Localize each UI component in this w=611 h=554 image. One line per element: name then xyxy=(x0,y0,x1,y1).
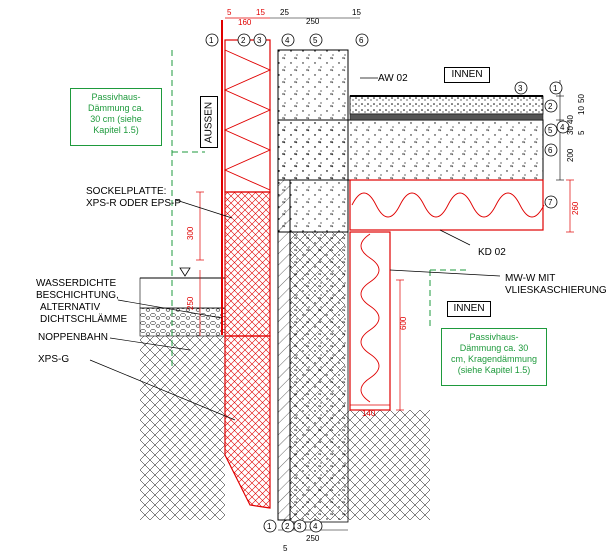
dim-600: 600 xyxy=(399,316,408,330)
dim-200: 200 xyxy=(566,148,575,162)
markers-bottom xyxy=(263,519,323,533)
marker-top-6: 6 xyxy=(359,36,364,45)
note-bottom-line-2: Dämmung ca. 30 xyxy=(459,343,529,353)
dim-250: 250 xyxy=(186,296,195,310)
label-wasser-4: DICHTSCHLÄMME xyxy=(40,313,128,325)
marker-top-4: 4 xyxy=(285,36,290,45)
dim-140: 140 xyxy=(362,409,376,418)
label-mww-1: MW-W MIT xyxy=(505,273,555,284)
label-aussen-text: AUSSEN xyxy=(203,101,215,144)
label-kd02: KD 02 xyxy=(478,247,506,258)
label-innen-mid: INNEN xyxy=(447,301,491,317)
dim-top-15b: 15 xyxy=(352,8,361,17)
dim-10: 10 xyxy=(577,106,586,115)
dim-50: 50 xyxy=(577,94,586,103)
dim-lines-red xyxy=(196,17,574,411)
markers-top xyxy=(205,33,369,47)
label-xpsg: XPS-G xyxy=(38,354,69,365)
label-wasser-1: WASSERDICHTE xyxy=(36,278,117,289)
dim-top-15: 15 xyxy=(256,8,265,17)
note-bottom-line-1: Passivhaus- xyxy=(469,332,519,342)
dim-5: 5 xyxy=(577,130,586,135)
dim-top-160: 160 xyxy=(238,18,252,27)
label-innen-top: INNEN xyxy=(444,67,490,83)
exterior-insulation xyxy=(221,20,272,335)
passivhaus-note-top: Passivhaus- Dämmung ca. 30 cm (siehe Kap… xyxy=(70,88,162,146)
dim-bot-250: 250 xyxy=(306,534,320,543)
dim-top-5: 5 xyxy=(227,8,232,17)
dim-top-250: 250 xyxy=(306,17,320,26)
ground-level-marker xyxy=(179,267,191,277)
marker-bottom-3: 3 xyxy=(297,522,302,531)
dim-300: 300 xyxy=(186,226,195,240)
marker-right-5: 5 xyxy=(548,126,553,135)
underslab-insulation xyxy=(349,179,545,411)
label-aw02: AW 02 xyxy=(378,73,408,84)
green-dashed xyxy=(171,50,470,370)
dim-260: 260 xyxy=(571,201,580,215)
dim-bot-5: 5 xyxy=(283,544,288,553)
marker-top-2: 2 xyxy=(241,36,246,45)
xps-g xyxy=(224,335,271,509)
marker-right-3: 3 xyxy=(518,84,523,93)
note-top-line-3: 30 cm (siehe xyxy=(90,114,142,124)
marker-right-6: 6 xyxy=(548,146,553,155)
label-sockelplatte-2: XPS-R ODER EPS-P xyxy=(86,198,181,209)
soil-left xyxy=(139,277,226,520)
marker-bottom-1: 1 xyxy=(267,522,272,531)
marker-top-5: 5 xyxy=(313,36,318,45)
dim-40: 40 xyxy=(566,115,575,124)
marker-bottom-4: 4 xyxy=(313,522,318,531)
markers-right xyxy=(514,81,570,209)
label-wasser-3: ALTERNATIV xyxy=(40,302,101,313)
note-top-line-1: Passivhaus- xyxy=(91,92,141,102)
note-bottom-line-4: (siehe Kapitel 1.5) xyxy=(457,365,531,375)
marker-right-2: 2 xyxy=(548,102,553,111)
marker-top-3: 3 xyxy=(257,36,262,45)
label-innen-mid-text: INNEN xyxy=(453,303,485,314)
label-aussen: AUSSEN xyxy=(200,96,218,148)
sockelplatte xyxy=(224,191,271,337)
label-mww-2: VLIESKASCHIERUNG xyxy=(505,285,607,296)
note-top-line-2: Dämmung ca. xyxy=(87,103,145,113)
passivhaus-note-bottom: Passivhaus- Dämmung ca. 30 cm, Kragendäm… xyxy=(441,328,547,386)
marker-bottom-2: 2 xyxy=(285,522,290,531)
foundation xyxy=(277,179,349,523)
label-sockelplatte-1: SOCKELPLATTE: xyxy=(86,186,166,197)
marker-right-7: 7 xyxy=(548,198,553,207)
dim-30: 30 xyxy=(566,126,575,135)
marker-top-1: 1 xyxy=(209,36,214,45)
marker-right-4: 4 xyxy=(560,123,565,132)
dim-top-25: 25 xyxy=(280,8,289,17)
note-top-line-4: Kapitel 1.5) xyxy=(93,125,139,135)
label-noppenbahn: NOPPENBAHN xyxy=(38,332,108,343)
note-bottom-line-3: cm, Kragendämmung xyxy=(450,354,538,364)
leader-lines xyxy=(89,77,501,421)
label-wasser-2: BESCHICHTUNG, xyxy=(36,290,119,301)
label-innen-top-text: INNEN xyxy=(451,69,483,80)
marker-right-1: 1 xyxy=(553,84,558,93)
